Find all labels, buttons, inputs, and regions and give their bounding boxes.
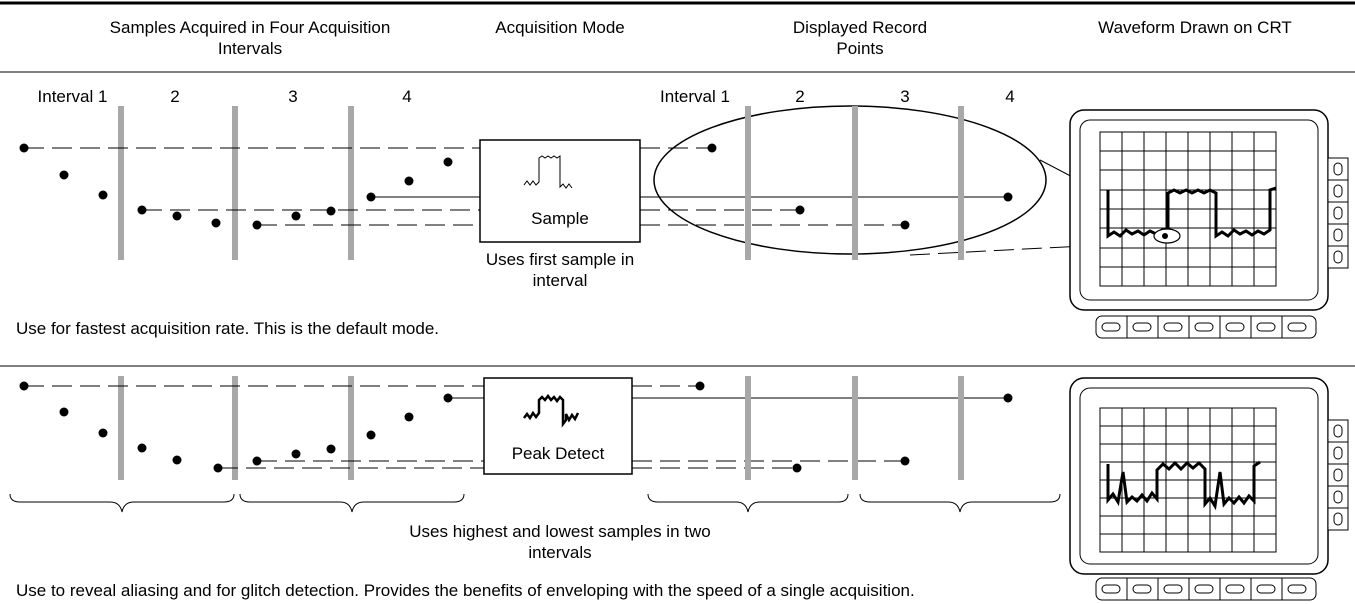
record-point: [900, 456, 910, 466]
crt-side-buttons: [1327, 419, 1349, 531]
sample-point: [252, 456, 262, 466]
sample-point: [172, 211, 182, 221]
sample-point: [213, 463, 223, 473]
left-interval-3: 3: [288, 87, 298, 106]
crt-trace: [1106, 186, 1277, 239]
record-point: [1003, 192, 1013, 202]
sample-point: [172, 455, 182, 465]
sample-point: [291, 211, 301, 221]
crt-monitor-top: [1069, 109, 1349, 339]
sample-point: [366, 430, 376, 440]
peak-detect-caption: Uses highest and lowest samples in two i…: [409, 522, 711, 562]
header-samples: Samples Acquired in Four Acquisition Int…: [109, 18, 391, 58]
record-point: [695, 381, 705, 391]
record-point: [795, 205, 805, 215]
crt-side-buttons: [1327, 157, 1349, 269]
sample-point: [19, 381, 29, 391]
divider: [232, 376, 238, 480]
header-displayed-record-points: Displayed Record Points: [792, 18, 928, 58]
sample-point: [19, 143, 29, 153]
left-interval-4: 4: [402, 87, 412, 106]
sample-point: [404, 176, 414, 186]
peak-detect-section: [9, 376, 1349, 601]
sample-point: [326, 444, 336, 454]
record-point: [707, 143, 717, 153]
sample-box-label: Sample: [531, 209, 589, 228]
crt-bottom-buttons: [1095, 315, 1317, 339]
sample-point: [404, 412, 414, 422]
sample-mode-section: [19, 105, 1349, 339]
sample-point: [443, 157, 453, 167]
record-point: [792, 463, 802, 473]
sample-point: [98, 428, 108, 438]
interval-braces: [9, 493, 1061, 513]
right-interval-2: 2: [795, 87, 805, 106]
sample-point: [211, 218, 221, 228]
peak-waveform-icon: [523, 393, 580, 428]
divider: [745, 376, 751, 480]
sample-point: [326, 206, 336, 216]
right-interval-4: 4: [1005, 87, 1015, 106]
sample-caption: Uses first sample in interval: [485, 250, 635, 290]
sample-point: [137, 205, 147, 215]
crt-monitor-bottom: [1069, 377, 1349, 601]
sample-point: [443, 393, 453, 403]
sample-waveform-icon: [523, 155, 573, 189]
sample-point: [59, 407, 69, 417]
divider: [348, 376, 354, 480]
divider: [232, 106, 238, 260]
divider: [745, 106, 751, 260]
divider: [852, 376, 858, 480]
sample-point: [252, 220, 262, 230]
sample-point: [366, 192, 376, 202]
crt-peak-trace: [1106, 460, 1261, 511]
sample-point: [137, 443, 147, 453]
displayed-points-ellipse: [653, 105, 1047, 255]
divider: [118, 106, 124, 260]
divider: [118, 376, 124, 480]
peak-detect-note: Use to reveal aliasing and for glitch de…: [16, 581, 915, 600]
sample-point: [98, 190, 108, 200]
divider: [348, 106, 354, 260]
divider: [958, 106, 964, 260]
peak-detect-box-label: Peak Detect: [511, 444, 605, 463]
divider: [958, 376, 964, 480]
header-waveform-crt: Waveform Drawn on CRT: [1098, 18, 1292, 37]
record-point: [900, 220, 910, 230]
left-interval-2: 2: [170, 87, 180, 106]
header-acquisition-mode: Acquisition Mode: [495, 18, 625, 37]
sample-mode-note: Use for fastest acquisition rate. This i…: [16, 319, 440, 338]
peak-detect-box: [483, 377, 633, 475]
right-interval-1: Interval 1: [660, 87, 730, 106]
left-interval-1: Interval 1: [37, 87, 108, 106]
sample-point: [59, 170, 69, 180]
right-interval-3: 3: [900, 87, 910, 106]
crt-bottom-buttons: [1095, 577, 1317, 601]
record-point: [1003, 393, 1013, 403]
sample-point: [291, 449, 301, 459]
divider: [852, 106, 858, 260]
